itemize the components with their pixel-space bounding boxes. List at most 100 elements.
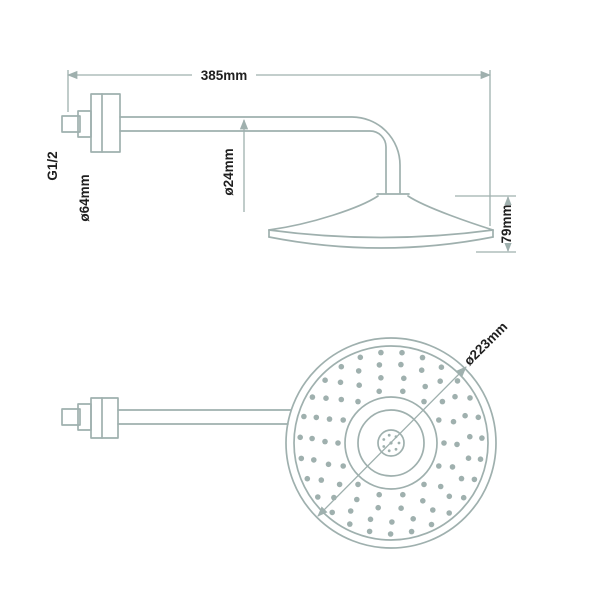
nozzle-dot [338, 396, 345, 403]
nozzle-dot [452, 393, 458, 400]
nozzle-dot [437, 483, 444, 490]
nozzle-dot [454, 378, 461, 384]
head-rim-band [268, 229, 494, 239]
nozzle-dot [422, 383, 428, 390]
nozzle-dot [398, 505, 404, 511]
nozzle-dot [394, 447, 398, 451]
nozzle-dot [421, 481, 427, 488]
nozzle-dot [397, 441, 401, 445]
nozzle-dot [467, 433, 473, 440]
nozzle-dot [382, 438, 386, 441]
nozzle-dot [356, 382, 362, 388]
nozzle-dot [446, 510, 452, 516]
nozzle-dot [410, 516, 416, 522]
nozzle-dot [467, 395, 473, 401]
nozzle-dot [301, 413, 307, 420]
nozzle-dot [387, 531, 394, 537]
nozzle-dot [340, 417, 346, 423]
nozzle-dot [366, 528, 373, 535]
nozzle-dot [441, 440, 447, 446]
thread-stub [61, 115, 81, 133]
nozzle-dot [354, 496, 360, 503]
nozzle-dot [376, 388, 382, 395]
wall-plate [90, 93, 121, 153]
nozzle-dot [465, 455, 472, 461]
nozzle-dot [298, 455, 305, 462]
nozzle-dot [450, 418, 457, 425]
nozzle-dot [421, 398, 427, 405]
nozzle-dot [367, 516, 374, 523]
nozzle-dot [338, 363, 345, 370]
arm-diameter-label: ø24mm [221, 148, 236, 195]
nozzle-dot [438, 364, 445, 370]
nozzle-dot [337, 379, 344, 386]
nozzle-dot [355, 368, 362, 374]
nozzle-dot [437, 378, 443, 384]
label-mask [192, 66, 256, 83]
side-view: 385mm G1/2 ø64mm [45, 66, 516, 253]
nozzle-dot [479, 435, 485, 441]
label-mask [500, 205, 515, 243]
nozzle-dot [309, 435, 315, 442]
nozzle-dot [436, 463, 442, 469]
nozzle-dot [375, 504, 381, 511]
nozzle-dot [322, 438, 328, 445]
head-diameter-label: ø223mm [461, 319, 510, 368]
head-height-label: 79mm [499, 204, 514, 243]
nozzle-dot [471, 476, 478, 483]
nozzle-dot [311, 457, 317, 463]
head-bottom-face [268, 236, 494, 249]
thread-size-label: G1/2 [45, 151, 60, 180]
nozzle-dot [315, 494, 321, 500]
nozzle-dot [340, 463, 346, 469]
nozzle-dot [449, 464, 456, 470]
nozzle-dot [313, 414, 320, 421]
shower-head-side [268, 193, 494, 249]
nozzle-dot [325, 461, 332, 468]
nozzle-dot [355, 481, 361, 488]
nozzle-dot [408, 528, 415, 535]
nozzle-dot [400, 491, 406, 498]
flange-diameter-label: ø64mm [77, 174, 92, 221]
dimension-line [317, 366, 467, 517]
shower-arm-side [119, 116, 401, 194]
shower-arm-front [117, 409, 292, 425]
nozzle-dot [420, 498, 426, 504]
nozzle-dot [387, 449, 391, 453]
wall-flange-front [61, 397, 119, 439]
front-view: ø223mm [61, 319, 510, 549]
nozzle-dot [477, 456, 484, 462]
nozzle-dot [323, 395, 329, 401]
dimension-arm-diameter: ø24mm [221, 118, 249, 212]
nozzle-dot [446, 493, 453, 500]
nozzle-dot [430, 507, 436, 513]
nozzle-dot [378, 349, 384, 356]
thread-stub [61, 408, 81, 426]
head-inner-rim [293, 345, 489, 541]
nozzle-dot [399, 349, 405, 356]
nozzle-dot [304, 475, 311, 482]
nozzle-dot [418, 367, 425, 373]
nozzle-dot [378, 375, 384, 381]
wall-plate [90, 397, 119, 439]
nozzle-dot [389, 519, 395, 525]
nozzle-dot [439, 398, 446, 405]
nozzle-dot [357, 354, 364, 361]
nozzle-dot [322, 377, 328, 383]
arm-inner-line [119, 130, 387, 194]
nozzle-dot [382, 445, 386, 448]
nozzle-dot [475, 414, 482, 421]
nozzle-dot [462, 412, 468, 419]
nozzle-dot [376, 491, 382, 498]
nozzle-dot [347, 521, 353, 527]
nozzle-dot [336, 481, 343, 488]
nozzle-dot [318, 477, 325, 483]
dimension-head-height: 79mm [455, 195, 516, 253]
nozzle-dot [297, 434, 303, 441]
nozzle-dot [454, 441, 460, 448]
head-right-slope [407, 195, 494, 231]
nozzle-dot [347, 508, 354, 514]
nozzle-dot [436, 417, 442, 423]
